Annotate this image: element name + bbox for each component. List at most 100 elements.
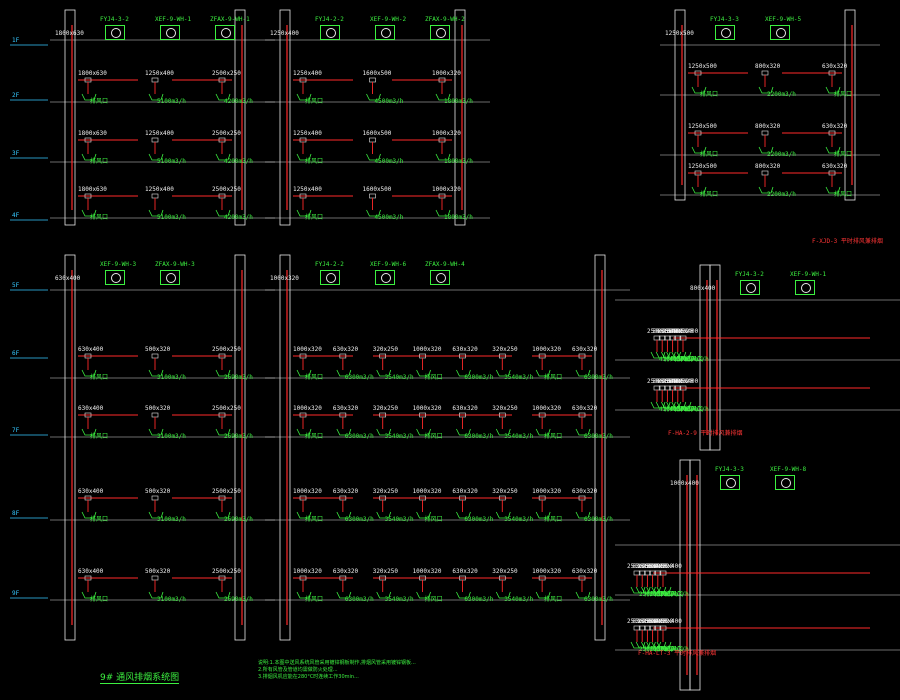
air-outlet-symbol [296,153,312,161]
duct-size-label: 1250x400 [293,70,322,77]
duct-size-label: 2500x250 [212,405,241,412]
outlet-flow-label: 排风口 [834,191,853,198]
outlet-flow-label: 6300m3/h [584,433,613,440]
duct-shaft [689,459,701,691]
duct-size-label: 630x320 [572,346,598,353]
air-outlet-symbol [416,428,431,436]
duct-shaft [454,9,466,226]
duct-shaft [709,264,721,451]
air-outlet-symbol [651,641,667,649]
outlet-flow-label: 4200m3/h [224,98,253,105]
fan-icon [105,270,125,285]
air-outlet-symbol [215,93,231,101]
air-outlet-symbol [366,93,381,101]
duct-size-label: 630x320 [332,568,359,575]
duct-size-label: 800x400 [690,285,716,292]
fan-icon [795,280,815,295]
air-outlet-symbol [148,153,164,161]
duct-size-label: 1800x630 [78,130,107,137]
damper-symbol [369,77,376,83]
air-outlet-symbol [671,401,687,409]
duct-size-label: 630x320 [452,346,478,353]
fan-icon [215,25,235,40]
duct-size-label: 1000x320 [432,186,461,193]
outlet-flow-label: 3100m3/h [157,433,186,440]
outlet-flow-label: 排风口 [685,406,704,413]
fan-tag-label: ZFAX-9-WH-4 [425,261,465,268]
air-outlet-symbol [296,369,312,377]
duct-size-label: 1000x320 [293,488,322,495]
outlet-flow-label: 6300m3/h [584,516,613,523]
fan-tag-label: XEF-9-WH-3 [100,261,137,268]
outlet-flow-label: 3540m3/h [384,516,414,523]
damper-symbol [761,70,769,76]
air-outlet-symbol [758,86,774,94]
duct-size-label: 630x320 [452,405,478,412]
air-outlet-symbol [435,93,451,101]
fan-tag-label: ZFAX-9-WH-2 [425,16,465,23]
fan-icon [160,25,180,40]
outlet-flow-label: 2500m3/h [639,646,668,653]
duct-size-label: 1000x320 [532,405,562,412]
duct-size-label: 630x320 [647,563,674,570]
duct-size-label: 2500x250 [212,346,241,353]
air-outlet-symbol [366,209,381,217]
outlet-flow-label: 6300m3/h [464,596,494,603]
outlet-flow-label: 排风口 [665,646,684,653]
duct-size-label: 320x250 [372,488,398,495]
air-outlet-symbol [495,369,511,377]
duct-size-label: 2500x250 [212,70,241,77]
duct-size-label: 1600x500 [362,186,392,193]
air-outlet-symbol [825,186,841,194]
duct-size-label: 1250x400 [293,130,322,137]
outlet-flow-label: 2500m3/h [649,591,679,598]
air-outlet-symbol [366,153,381,161]
air-outlet-symbol [575,369,591,377]
outlet-flow-label: 2500m3/h [659,591,689,598]
air-outlet-symbol [635,586,651,594]
outlet-flow-label: 3100m3/h [157,374,186,381]
air-outlet-symbol [148,93,164,101]
outlet-flow-label: 排风口 [305,214,324,221]
duct-size-label: 1000x400 [653,563,682,570]
air-outlet-symbol [435,153,451,161]
damper-symbol [151,412,159,418]
fan-tag-label: XEF-9-WH-1 [790,271,827,278]
outlet-flow-label: 排风口 [674,406,693,413]
air-outlet-symbol [148,511,164,519]
duct-size-label: 1000x320 [532,488,562,495]
air-outlet-symbol [575,511,591,519]
air-outlet-symbol [691,86,707,94]
outlet-flow-label: 2200m3/h [767,151,796,158]
duct-size-label: 320x250 [372,346,398,353]
duct-size-label: 630x320 [572,405,598,412]
air-outlet-symbol [435,209,451,217]
duct-size-label: 1250x500 [665,30,694,37]
air-outlet-symbol [215,591,231,599]
duct-size-label: 1000x320 [532,346,562,353]
air-outlet-symbol [825,146,841,154]
outlet-flow-label: 5100m3/h [157,98,186,105]
duct-size-label: 630x320 [822,63,848,70]
outlet-flow-label: 1800m3/h [444,214,473,221]
duct-size-label: 250x250 [642,618,668,625]
outlet-flow-label: 排风口 [90,516,109,523]
fan-tag-label: FYJ4-3-3 [715,466,744,473]
duct-size-label: 1000x320 [412,346,442,353]
fan-tag-label: XEF-9-WH-2 [370,16,407,23]
air-outlet-symbol [81,591,97,599]
outlet-flow-label: 2500m3/h [649,646,679,653]
warning-note: F-HA-LT-3 平时排风兼排烟 [638,650,717,657]
duct-size-label: 630x320 [452,488,478,495]
air-outlet-symbol [296,209,312,217]
duct-shaft [64,254,76,641]
duct-size-label: 320x250 [492,568,518,575]
level-mark: 6F [12,350,20,357]
outlet-flow-label: 6300m3/h [344,374,374,381]
duct-size-label: 1000x400 [637,563,667,570]
fan-tag-label: XEF-9-WH-6 [370,261,407,268]
air-outlet-symbol [336,369,352,377]
duct-size-label: 250x250 [627,563,653,570]
level-mark: 2F [12,92,20,99]
fan-tag-label: XEF-9-WH-1 [155,16,192,23]
